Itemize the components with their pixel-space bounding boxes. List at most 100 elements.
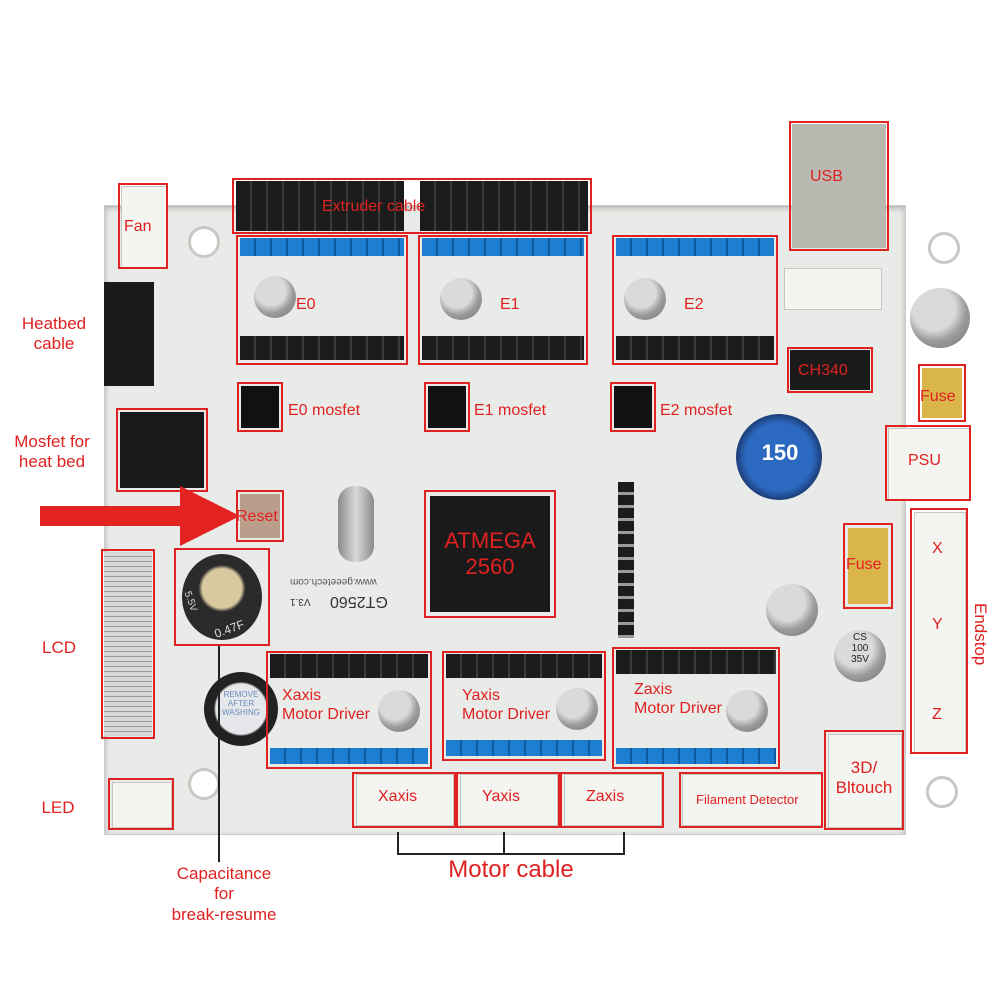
e1-mosfet-label: E1 mosfet [474,402,547,419]
atmega-label: ATMEGA 2560 [444,528,536,580]
e1-box [418,235,588,365]
endstop-y-label: Y [932,616,943,633]
psu-label: PSU [908,452,941,469]
e2-black-header [616,336,774,360]
filament-detector-box [679,772,823,828]
e0-mosfet-label: E0 mosfet [288,402,361,419]
e1-blue-header [422,238,584,256]
board-website: www.geeetech.com [290,576,377,587]
right-capacitor [910,288,970,348]
yaxis-capacitor [556,688,598,730]
led-box [108,778,174,830]
mounting-hole [928,232,960,264]
yaxis-top-header [446,654,602,678]
fan-label: Fan [124,218,152,235]
motor-cable-bracket [397,832,625,855]
arrow-icon [40,486,240,546]
reset-button-part [240,494,280,538]
e2-box [612,235,778,365]
supercapacitor [182,554,262,640]
xaxis-top-header [270,654,428,678]
heatbed-cable-label: Heatbed cable [21,314,87,354]
yaxis-cable-box [456,772,560,828]
heatbed-connector [104,282,154,386]
usb-box [789,121,889,251]
xaxis-driver-label: Xaxis Motor Driver [282,687,371,724]
e0-black-header [240,336,404,360]
led-connector [112,782,172,828]
fuse-mid-label: Fuse [846,556,882,573]
extruder-header-right [420,181,588,231]
yaxis-driver-box [442,651,606,761]
atmega-box [424,490,556,618]
e1-mosfet-box [424,382,470,432]
yaxis-connector [460,774,558,826]
mid-capacitor-text: CS 100 35V [851,632,869,665]
board-model: GT2560 [330,593,388,610]
zaxis-blue-header [616,748,776,764]
xaxis-cable-box [352,772,456,828]
capacitance-label: Capacitance for break-resume [171,864,277,924]
e1-mosfet-chip [428,386,466,428]
usb-side-connector [784,268,882,310]
e2-mosfet-label: E2 mosfet [660,402,733,419]
yaxis-driver-label: Yaxis Motor Driver [462,687,551,724]
bltouch-connector [828,734,902,828]
zaxis-cable-label: Zaxis [586,788,625,805]
e2-mosfet-chip [614,386,652,428]
fuse-top-label: Fuse [920,388,956,405]
led-label: LED [41,798,75,817]
yaxis-cable-label: Yaxis [482,788,520,805]
inductor [736,414,822,500]
e0-box [236,235,408,365]
mosfet-heatbed-label: Mosfet for heat bed [14,432,90,472]
extruder-cable-box [232,178,592,234]
vertical-pin-header [618,482,634,638]
zaxis-capacitor [726,690,768,732]
reset-label: Reset [236,508,278,525]
crystal-oscillator [338,486,374,562]
usb-port [792,124,886,248]
e1-label: E1 [500,296,520,313]
bltouch-box [824,730,904,830]
xaxis-connector [356,774,454,826]
usb-label: USB [810,168,843,185]
motor-cable-label: Motor cable [448,856,574,883]
supercap-box [174,548,270,646]
lcd-box [101,549,155,739]
buzzer [204,672,278,746]
mounting-hole [188,226,220,258]
inductor-value: 150 [761,440,799,465]
heatbed-mosfet-box [116,408,208,492]
e2-blue-header [616,238,774,256]
zaxis-top-header [616,650,776,674]
e2-capacitor [624,278,666,320]
zaxis-driver-box [612,647,780,769]
e0-mosfet-chip [241,386,279,428]
lcd-label: LCD [41,638,76,657]
endstop-x-label: X [932,540,943,557]
e1-capacitor [440,278,482,320]
e2-mosfet-box [610,382,656,432]
endstop-label: Endstop [971,602,991,666]
e2-label: E2 [684,296,704,313]
extruder-header-left [236,181,404,231]
mid-capacitor-1 [766,584,818,636]
zaxis-cable-box [560,772,664,828]
bltouch-label: 3D/ Bltouch [835,758,893,798]
fuse-mid-box [843,523,893,609]
e0-blue-header [240,238,404,256]
e0-mosfet-box [237,382,283,432]
mid-capacitor-2 [834,630,886,682]
fan-box [118,183,168,269]
endstop-box [910,508,968,754]
yaxis-blue-header [446,740,602,756]
xaxis-capacitor [378,690,420,732]
board-version: V3.1 [290,596,311,607]
endstop-connector [914,512,966,754]
filament-detector-label: Filament Detector [696,792,799,807]
e1-black-header [422,336,584,360]
buzzer-sticker-text: REMOVE AFTER WASHING [222,690,260,717]
heatbed-mosfet-chip [120,412,204,488]
psu-box [885,425,971,501]
